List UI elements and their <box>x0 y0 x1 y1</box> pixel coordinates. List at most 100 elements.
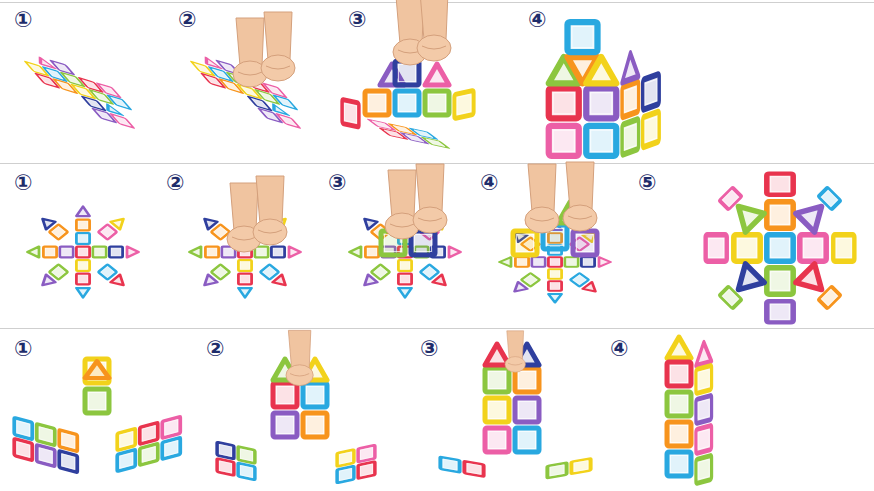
tile <box>719 187 741 209</box>
tile <box>571 458 590 473</box>
tile <box>818 286 840 308</box>
illustration-part <box>217 442 255 480</box>
illustration-part <box>696 340 712 483</box>
dome-forming <box>499 162 610 302</box>
tile <box>140 423 158 445</box>
step-number: ③ <box>346 8 369 31</box>
tile <box>667 452 691 476</box>
tile-house <box>549 22 659 156</box>
illustration-part <box>440 457 483 477</box>
illustration-part <box>0 328 874 329</box>
tile <box>719 286 741 308</box>
tile <box>706 235 727 261</box>
tile <box>696 365 712 393</box>
tile <box>217 442 234 459</box>
tile <box>549 88 579 118</box>
tile <box>261 12 295 81</box>
step-number: ③ <box>326 171 349 194</box>
tile <box>485 368 509 392</box>
tile <box>767 174 793 195</box>
tile <box>425 91 449 115</box>
tile <box>303 413 327 437</box>
flat-net-with-hands <box>181 12 318 133</box>
tile <box>395 91 419 115</box>
tile <box>238 463 255 480</box>
tile <box>59 451 77 473</box>
tile <box>515 398 539 422</box>
tile <box>767 268 793 294</box>
tile <box>417 0 451 61</box>
tile <box>643 74 660 110</box>
tile <box>464 461 483 476</box>
tile <box>59 430 77 452</box>
tile <box>365 91 389 115</box>
tile <box>14 439 32 461</box>
tile <box>513 231 537 255</box>
tile <box>547 463 566 478</box>
tile <box>696 395 712 423</box>
step-number: ① <box>12 8 35 31</box>
tile <box>563 162 597 231</box>
tile <box>140 444 158 466</box>
tile <box>767 235 793 261</box>
tile <box>454 90 473 118</box>
tile <box>643 111 660 147</box>
tile <box>586 126 616 156</box>
illustration-part <box>547 458 590 478</box>
tile <box>667 392 691 416</box>
tile <box>586 88 616 118</box>
tile <box>800 235 826 261</box>
tile <box>515 428 539 452</box>
tile <box>667 337 691 358</box>
star-net-lifting <box>349 164 460 297</box>
tile <box>568 22 598 52</box>
tile <box>14 418 32 440</box>
prism-folding <box>217 330 375 483</box>
tile <box>37 424 55 446</box>
tile <box>767 301 793 322</box>
tile <box>358 445 375 462</box>
tile <box>622 119 639 155</box>
tile <box>734 235 760 261</box>
tile <box>117 429 135 451</box>
tile <box>818 187 840 209</box>
tile <box>622 81 639 117</box>
tile <box>85 361 109 378</box>
illustration-part <box>117 417 180 472</box>
tile-ball <box>706 174 855 323</box>
tile <box>15 50 152 134</box>
tile <box>573 231 597 255</box>
step-number: ② <box>176 8 199 31</box>
star-net <box>27 207 138 298</box>
illustration-part <box>622 43 659 155</box>
tile <box>413 164 447 233</box>
illustration-part <box>368 119 448 148</box>
three-arm-net <box>14 359 180 472</box>
tile <box>385 170 419 239</box>
tile <box>27 207 138 298</box>
tile-tower <box>667 337 712 483</box>
step-number: ① <box>12 337 35 360</box>
step-number: ⑤ <box>636 171 659 194</box>
illustration-part <box>337 445 375 483</box>
tile <box>440 457 459 472</box>
tile <box>833 235 854 261</box>
step-number: ① <box>12 171 35 194</box>
tile <box>342 99 359 127</box>
tile <box>303 383 327 407</box>
tile <box>227 183 261 252</box>
step-number: ③ <box>418 337 441 360</box>
tile <box>422 137 448 148</box>
tile <box>337 450 354 467</box>
tile <box>162 438 180 460</box>
tile <box>485 428 509 452</box>
tile <box>499 222 610 303</box>
step-number: ④ <box>478 171 501 194</box>
star-net-with-hands <box>189 176 300 297</box>
tile <box>696 455 712 483</box>
step-number: ② <box>204 337 227 360</box>
flat-net <box>15 50 152 134</box>
tile <box>273 413 297 437</box>
tile <box>337 466 354 483</box>
